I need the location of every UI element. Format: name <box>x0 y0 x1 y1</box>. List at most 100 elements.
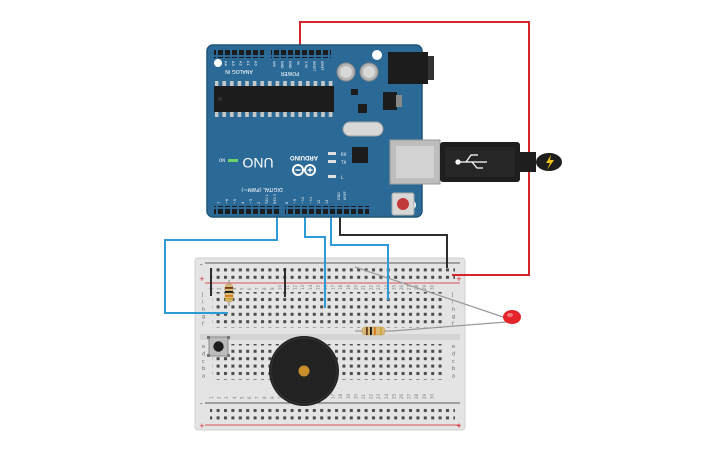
column-number: 2 <box>217 287 222 290</box>
row-letter: a <box>452 374 455 380</box>
column-number: 19 <box>346 393 351 399</box>
wire-pin7-blue[interactable] <box>164 212 278 314</box>
label-l: L <box>341 175 344 180</box>
analog-header <box>214 50 264 58</box>
column-number: 29 <box>422 284 427 290</box>
row-letter: d <box>202 351 205 357</box>
row-letter: h <box>202 307 205 313</box>
power-pin-label: VIN <box>272 61 276 67</box>
analog-pin-label: A3 <box>231 61 235 66</box>
digital-header-low <box>214 206 280 214</box>
breadboard[interactable]: - + + 1234567891011121314151617181920212… <box>194 257 466 431</box>
terminal-strip-upper <box>212 292 444 328</box>
analog-pin-label: A4 <box>224 61 228 66</box>
capacitor <box>336 62 356 82</box>
digital-header-high <box>285 206 369 214</box>
analog-pin-label: A5 <box>216 61 220 66</box>
led-red[interactable] <box>354 266 521 332</box>
column-number: 25 <box>391 393 396 399</box>
wire-pin12-blue[interactable] <box>330 212 389 300</box>
resistor-led[interactable] <box>355 326 392 336</box>
power-pin-label: IOREF <box>320 61 324 71</box>
smd-chip <box>358 104 367 113</box>
buzzer-hole <box>298 365 310 377</box>
column-number: 22 <box>369 284 374 290</box>
column-number: 26 <box>399 393 404 399</box>
digital-pin-label: ~11 <box>309 197 313 204</box>
row-letter: c <box>202 359 205 365</box>
column-number: 7 <box>255 287 260 290</box>
power-header <box>271 50 331 58</box>
row-letter: e <box>202 344 205 350</box>
digital-pin-label: RX0 0 <box>273 194 277 204</box>
column-number: 7 <box>255 396 260 399</box>
bottom-rail-plus-label-right: + <box>456 422 462 430</box>
digital-pin-label: 2 <box>257 202 261 204</box>
column-number: 13 <box>300 284 305 290</box>
wire-5v-red[interactable] <box>299 21 530 276</box>
dc-power-jack <box>388 52 434 84</box>
piezo-buzzer[interactable] <box>269 336 339 406</box>
column-number: 22 <box>369 393 374 399</box>
column-number: 26 <box>399 284 404 290</box>
row-letter: j <box>201 292 203 298</box>
wire-pin9-blue[interactable] <box>304 212 326 308</box>
power-pin-label: GND <box>288 61 292 69</box>
usb-interface-chip <box>352 147 368 163</box>
usb-cable <box>440 142 562 182</box>
column-number: 23 <box>376 284 381 290</box>
usb-symbol-icon <box>455 154 487 169</box>
power-pin-label: 5V <box>296 61 300 66</box>
row-letter: b <box>452 366 455 372</box>
wire-gnd-black[interactable] <box>339 212 448 268</box>
row-letter: g <box>202 314 205 320</box>
column-number: 24 <box>384 393 389 399</box>
column-number: 27 <box>407 393 412 399</box>
digital-pin-label: TX0 1 <box>265 194 269 205</box>
column-number: 14 <box>308 284 313 290</box>
atmega-chip <box>214 81 334 117</box>
column-number: 17 <box>331 284 336 290</box>
lightning-icon <box>546 155 554 170</box>
row-letter: g <box>452 314 455 320</box>
column-number: 9 <box>270 287 275 290</box>
center-channel <box>200 334 460 340</box>
reset-button[interactable] <box>391 192 415 216</box>
header-analog-label: ANALOG IN <box>225 68 253 74</box>
led-l <box>328 175 336 178</box>
capacitor <box>359 62 379 82</box>
column-number: 21 <box>361 284 366 290</box>
voltage-regulator <box>383 92 397 110</box>
column-number: 21 <box>361 393 366 399</box>
led-tx <box>328 160 336 163</box>
digital-pin-label: ~10 <box>301 197 305 204</box>
row-letter: f <box>202 322 204 328</box>
row-letter: d <box>452 351 455 357</box>
column-number: 27 <box>407 284 412 290</box>
column-number: 29 <box>422 393 427 399</box>
arduino-logo-icon <box>292 164 316 176</box>
digital-pin-label: 13 <box>325 200 329 204</box>
power-pin-label: 3.3V <box>304 61 308 69</box>
digital-pin-label: 8 <box>285 202 289 204</box>
column-number: 25 <box>391 284 396 290</box>
row-letter: i <box>202 299 203 305</box>
top-rail-plus-label-right: + <box>456 275 462 283</box>
resistor-pulldown[interactable] <box>224 280 234 306</box>
row-letter: a <box>202 374 205 380</box>
digital-pin-label: ~9 <box>293 199 297 204</box>
column-number: 4 <box>232 287 237 290</box>
label-tx: TX <box>340 160 346 165</box>
bottom-rail-holes <box>210 406 455 421</box>
column-number: 20 <box>353 284 358 290</box>
led-on <box>228 159 238 162</box>
pushbutton[interactable] <box>207 336 230 357</box>
label-rx: RX <box>341 152 347 157</box>
column-number: 30 <box>429 284 434 290</box>
